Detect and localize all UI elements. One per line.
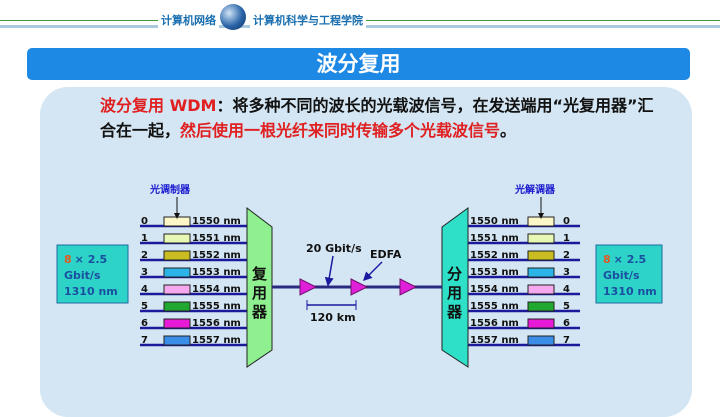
input-box-unit: Gbit/s — [64, 269, 101, 282]
demodulator-4 — [527, 284, 555, 295]
channel-wavelength: 1551 nm — [470, 233, 519, 244]
wdm-diagram: 0 1550 nm 1550 nm 0 1 1551 nm 1551 nm 1 2 1552 nm… — [56, 183, 663, 368]
desc-part2: 然后使用一根光纤来同时传输多个光载波信号 — [180, 121, 501, 140]
channel-wavelength: 1555 nm — [192, 301, 241, 312]
output-box-unit: Gbit/s — [603, 269, 640, 282]
demodulator-0 — [527, 216, 555, 227]
channel-wavelength: 1554 nm — [470, 284, 519, 295]
channel-id: 1 — [563, 233, 570, 244]
demux-label: 分用器 — [445, 266, 463, 323]
mux-label: 复用器 — [250, 266, 268, 323]
channel-wavelength: 1553 nm — [470, 267, 519, 278]
channel-wavelength: 1556 nm — [192, 318, 241, 329]
modulator-1 — [163, 233, 191, 244]
modulator-7 — [163, 335, 191, 346]
modulator-4 — [163, 284, 191, 295]
output-box-wavelength: 1310 nm — [603, 285, 657, 298]
channel-wavelength: 1557 nm — [192, 335, 241, 346]
demodulator-7 — [527, 335, 555, 346]
demultiplexer — [441, 207, 469, 368]
channel-wavelength: 1553 nm — [192, 267, 241, 278]
demodulator-1 — [527, 233, 555, 244]
slide-title: 波分复用 — [27, 48, 690, 80]
modulator-6 — [163, 318, 191, 329]
modulator-2 — [163, 250, 191, 261]
term: 波分复用 WDM — [100, 96, 217, 115]
channel-id: 6 — [141, 318, 148, 329]
channel-id: 6 — [563, 318, 570, 329]
channel-id: 3 — [563, 267, 570, 278]
header-school: 计算机科学与工程学院 — [250, 12, 366, 28]
channel-wavelength: 1552 nm — [192, 250, 241, 261]
rate-pointer — [324, 255, 334, 287]
edfa-amplifier-icon — [350, 278, 369, 296]
multiplexer — [246, 206, 273, 368]
channel-wavelength: 1550 nm — [470, 216, 519, 227]
content-panel: 波分复用 WDM：将多种不同的波长的光载波信号，在发送端用“光复用器”汇合在一起… — [40, 87, 692, 417]
description: 波分复用 WDM：将多种不同的波长的光载波信号，在发送端用“光复用器”汇合在一起… — [100, 93, 660, 143]
channel-wavelength: 1550 nm — [192, 216, 241, 227]
globe-logo-icon — [220, 4, 246, 30]
edfa-label: EDFA — [370, 248, 402, 261]
channel-id: 0 — [563, 216, 570, 227]
channel-id: 7 — [563, 335, 570, 346]
channel-id: 5 — [563, 301, 570, 312]
channel-id: 2 — [141, 250, 148, 261]
modulator-0 — [163, 216, 191, 227]
header-line — [290, 20, 720, 21]
slide-header: 计算机网络 计算机科学与工程学院 — [0, 0, 720, 40]
edfa-pointer — [362, 261, 383, 282]
channel-id: 7 — [141, 335, 148, 346]
modulator-label: 光调制器 — [149, 183, 191, 196]
input-box-line1: 8× 2.5 — [64, 253, 107, 266]
rate-label: 20 Gbit/s — [306, 242, 362, 255]
channel-id: 0 — [141, 216, 148, 227]
amplifier-icon — [399, 278, 418, 296]
demodulator-label: 光解调器 — [514, 183, 556, 196]
modulator-3 — [163, 267, 191, 278]
desc-end: 。 — [500, 121, 517, 140]
header-line — [0, 20, 160, 21]
header-course: 计算机网络 — [158, 12, 219, 28]
demodulator-5 — [527, 301, 555, 312]
channel-id: 1 — [141, 233, 148, 244]
modulator-5 — [163, 301, 191, 312]
channel-id: 4 — [563, 284, 570, 295]
desc-part1: ：将多种不同的波长的光载波信号，在发送端用“光复用器”汇合在一起， — [100, 96, 654, 140]
amplifier-icon — [299, 278, 318, 296]
channel-wavelength: 1551 nm — [192, 233, 241, 244]
demodulator-6 — [527, 318, 555, 329]
span-label: 120 km — [310, 311, 356, 324]
output-signal-box — [595, 244, 663, 304]
channel-id: 2 — [563, 250, 570, 261]
channel-wavelength: 1555 nm — [470, 301, 519, 312]
channel-wavelength: 1557 nm — [470, 335, 519, 346]
channel-wavelength: 1552 nm — [470, 250, 519, 261]
demodulator-3 — [527, 267, 555, 278]
channel-wavelength: 1554 nm — [192, 284, 241, 295]
input-box-wavelength: 1310 nm — [64, 285, 118, 298]
channel-id: 4 — [141, 284, 148, 295]
output-box-line1: 8× 2.5 — [603, 253, 646, 266]
demodulator-2 — [527, 250, 555, 261]
input-signal-box — [56, 244, 129, 304]
channel-id: 5 — [141, 301, 148, 312]
channel-id: 3 — [141, 267, 148, 278]
channel-wavelength: 1556 nm — [470, 318, 519, 329]
